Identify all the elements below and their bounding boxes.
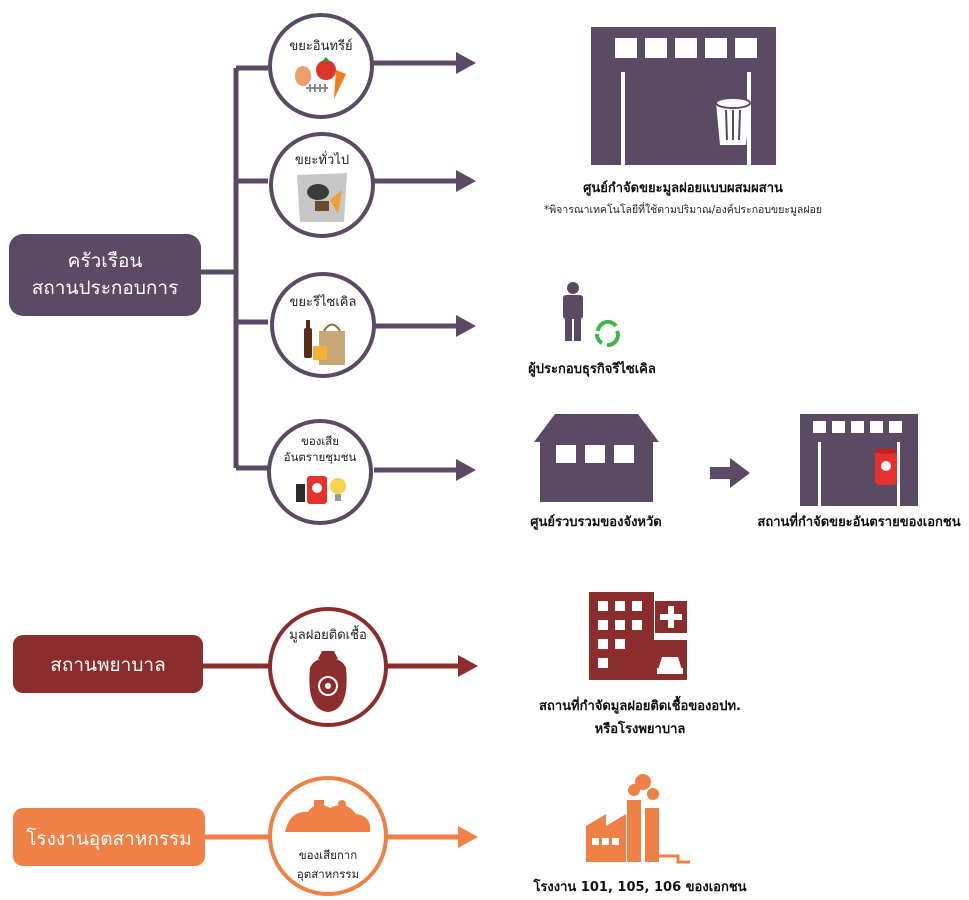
factory-icon xyxy=(586,774,690,864)
hazardous-household-icon xyxy=(296,476,346,504)
dest-infectious-facility: สถานที่กำจัดมูลฝอยติดเชื้อของอปท. หรือโร… xyxy=(539,592,741,737)
dest-provincial-center: ศูนย์รวบรวมของจังหวัด xyxy=(530,414,662,530)
dest-infectious-facility-line2: หรือโรงพยาบาล xyxy=(595,720,686,737)
dest-private-hazardous-title: สถานที่กำจัดขยะอันตรายของเอกชน xyxy=(757,512,960,530)
recycle-symbol-icon xyxy=(595,319,620,347)
dest-recycler: ผู้ประกอบธุรกิจรีไซเคิล xyxy=(528,282,656,377)
dest-provincial-center-title: ศูนย์รวบรวมของจังหวัด xyxy=(530,514,661,530)
dest-integrated-facility-title: ศูนย์กำจัดขยะมูลฝอยแบบผสมผสาน xyxy=(583,180,783,196)
dest-factories: โรงงาน 101, 105, 106 ของเอกชน xyxy=(532,774,747,895)
dest-integrated-facility: ศูนย์กำจัดขยะมูลฝอยแบบผสมผสาน *พิจารณาเท… xyxy=(544,27,822,216)
dest-infectious-facility-line1: สถานที่กำจัดมูลฝอยติดเชื้อของอปท. xyxy=(539,695,741,714)
general-waste-bag-icon xyxy=(297,173,347,222)
source-household-box: ครัวเรือน สถานประกอบการ xyxy=(9,234,201,316)
waste-type-hazardous: ของเสีย อันตรายชุมชน xyxy=(267,419,373,525)
source-household-line2: สถานประกอบการ xyxy=(32,277,179,299)
industry-arrowhead xyxy=(458,826,478,848)
dest-factories-title: โรงงาน 101, 105, 106 ของเอกชน xyxy=(532,878,746,895)
waste-type-general: ขยะทั่วไป xyxy=(269,132,375,238)
dest-integrated-facility-note: *พิจารณาเทคโนโลยีที่ใช้ตามปริมาณ/องค์ประ… xyxy=(544,202,822,216)
waste-type-recycle-label: ขยะรีไซเคิล xyxy=(290,294,357,310)
waste-facility-building-icon xyxy=(591,27,776,165)
household-arrowheads xyxy=(456,52,750,488)
waste-type-industrial-line2: อุตสาหกรรม xyxy=(297,867,359,881)
waste-type-infectious: มูลฝอยติดเชื้อ xyxy=(268,607,388,727)
waste-type-industrial-line1: ของเสียกาก xyxy=(299,848,357,862)
waste-type-hazardous-line2: อันตรายชุมชน xyxy=(284,450,357,464)
waste-type-organic: ขยะอินทรีย์ xyxy=(268,13,374,119)
hospital-building-icon xyxy=(589,592,687,680)
source-hospital-box: สถานพยาบาล xyxy=(13,635,203,693)
dest-private-hazardous: สถานที่กำจัดขยะอันตรายของเอกชน xyxy=(757,414,961,530)
source-household-line1: ครัวเรือน xyxy=(68,250,143,272)
recycler-person-icon xyxy=(563,282,620,347)
dest-recycler-title: ผู้ประกอบธุรกิจรีไซเคิล xyxy=(528,360,656,377)
source-industry-label: โรงงานอุตสาหกรรม xyxy=(26,827,192,851)
industrial-waste-icon xyxy=(285,800,371,832)
biohazard-bag-icon xyxy=(309,651,347,712)
waste-type-organic-label: ขยะอินทรีย์ xyxy=(289,38,352,54)
waste-type-industrial: ของเสียกาก อุตสาหกรรม xyxy=(268,776,388,896)
waste-type-infectious-label: มูลฝอยติดเชื้อ xyxy=(289,625,367,643)
source-hospital-label: สถานพยาบาล xyxy=(50,654,165,676)
source-industry-box: โรงงานอุตสาหกรรม xyxy=(13,808,205,866)
organic-waste-icon xyxy=(295,57,346,99)
waste-type-hazardous-line1: ของเสีย xyxy=(301,434,339,448)
waste-type-general-label: ขยะทั่วไป xyxy=(295,151,349,168)
household-connectors xyxy=(200,60,458,473)
collection-center-icon xyxy=(534,414,659,502)
hazardous-disposal-facility-icon xyxy=(800,414,918,506)
hospital-arrowhead xyxy=(458,655,478,677)
recyclables-icon xyxy=(304,320,345,365)
waste-type-recycle: ขยะรีไซเคิล xyxy=(270,272,376,378)
